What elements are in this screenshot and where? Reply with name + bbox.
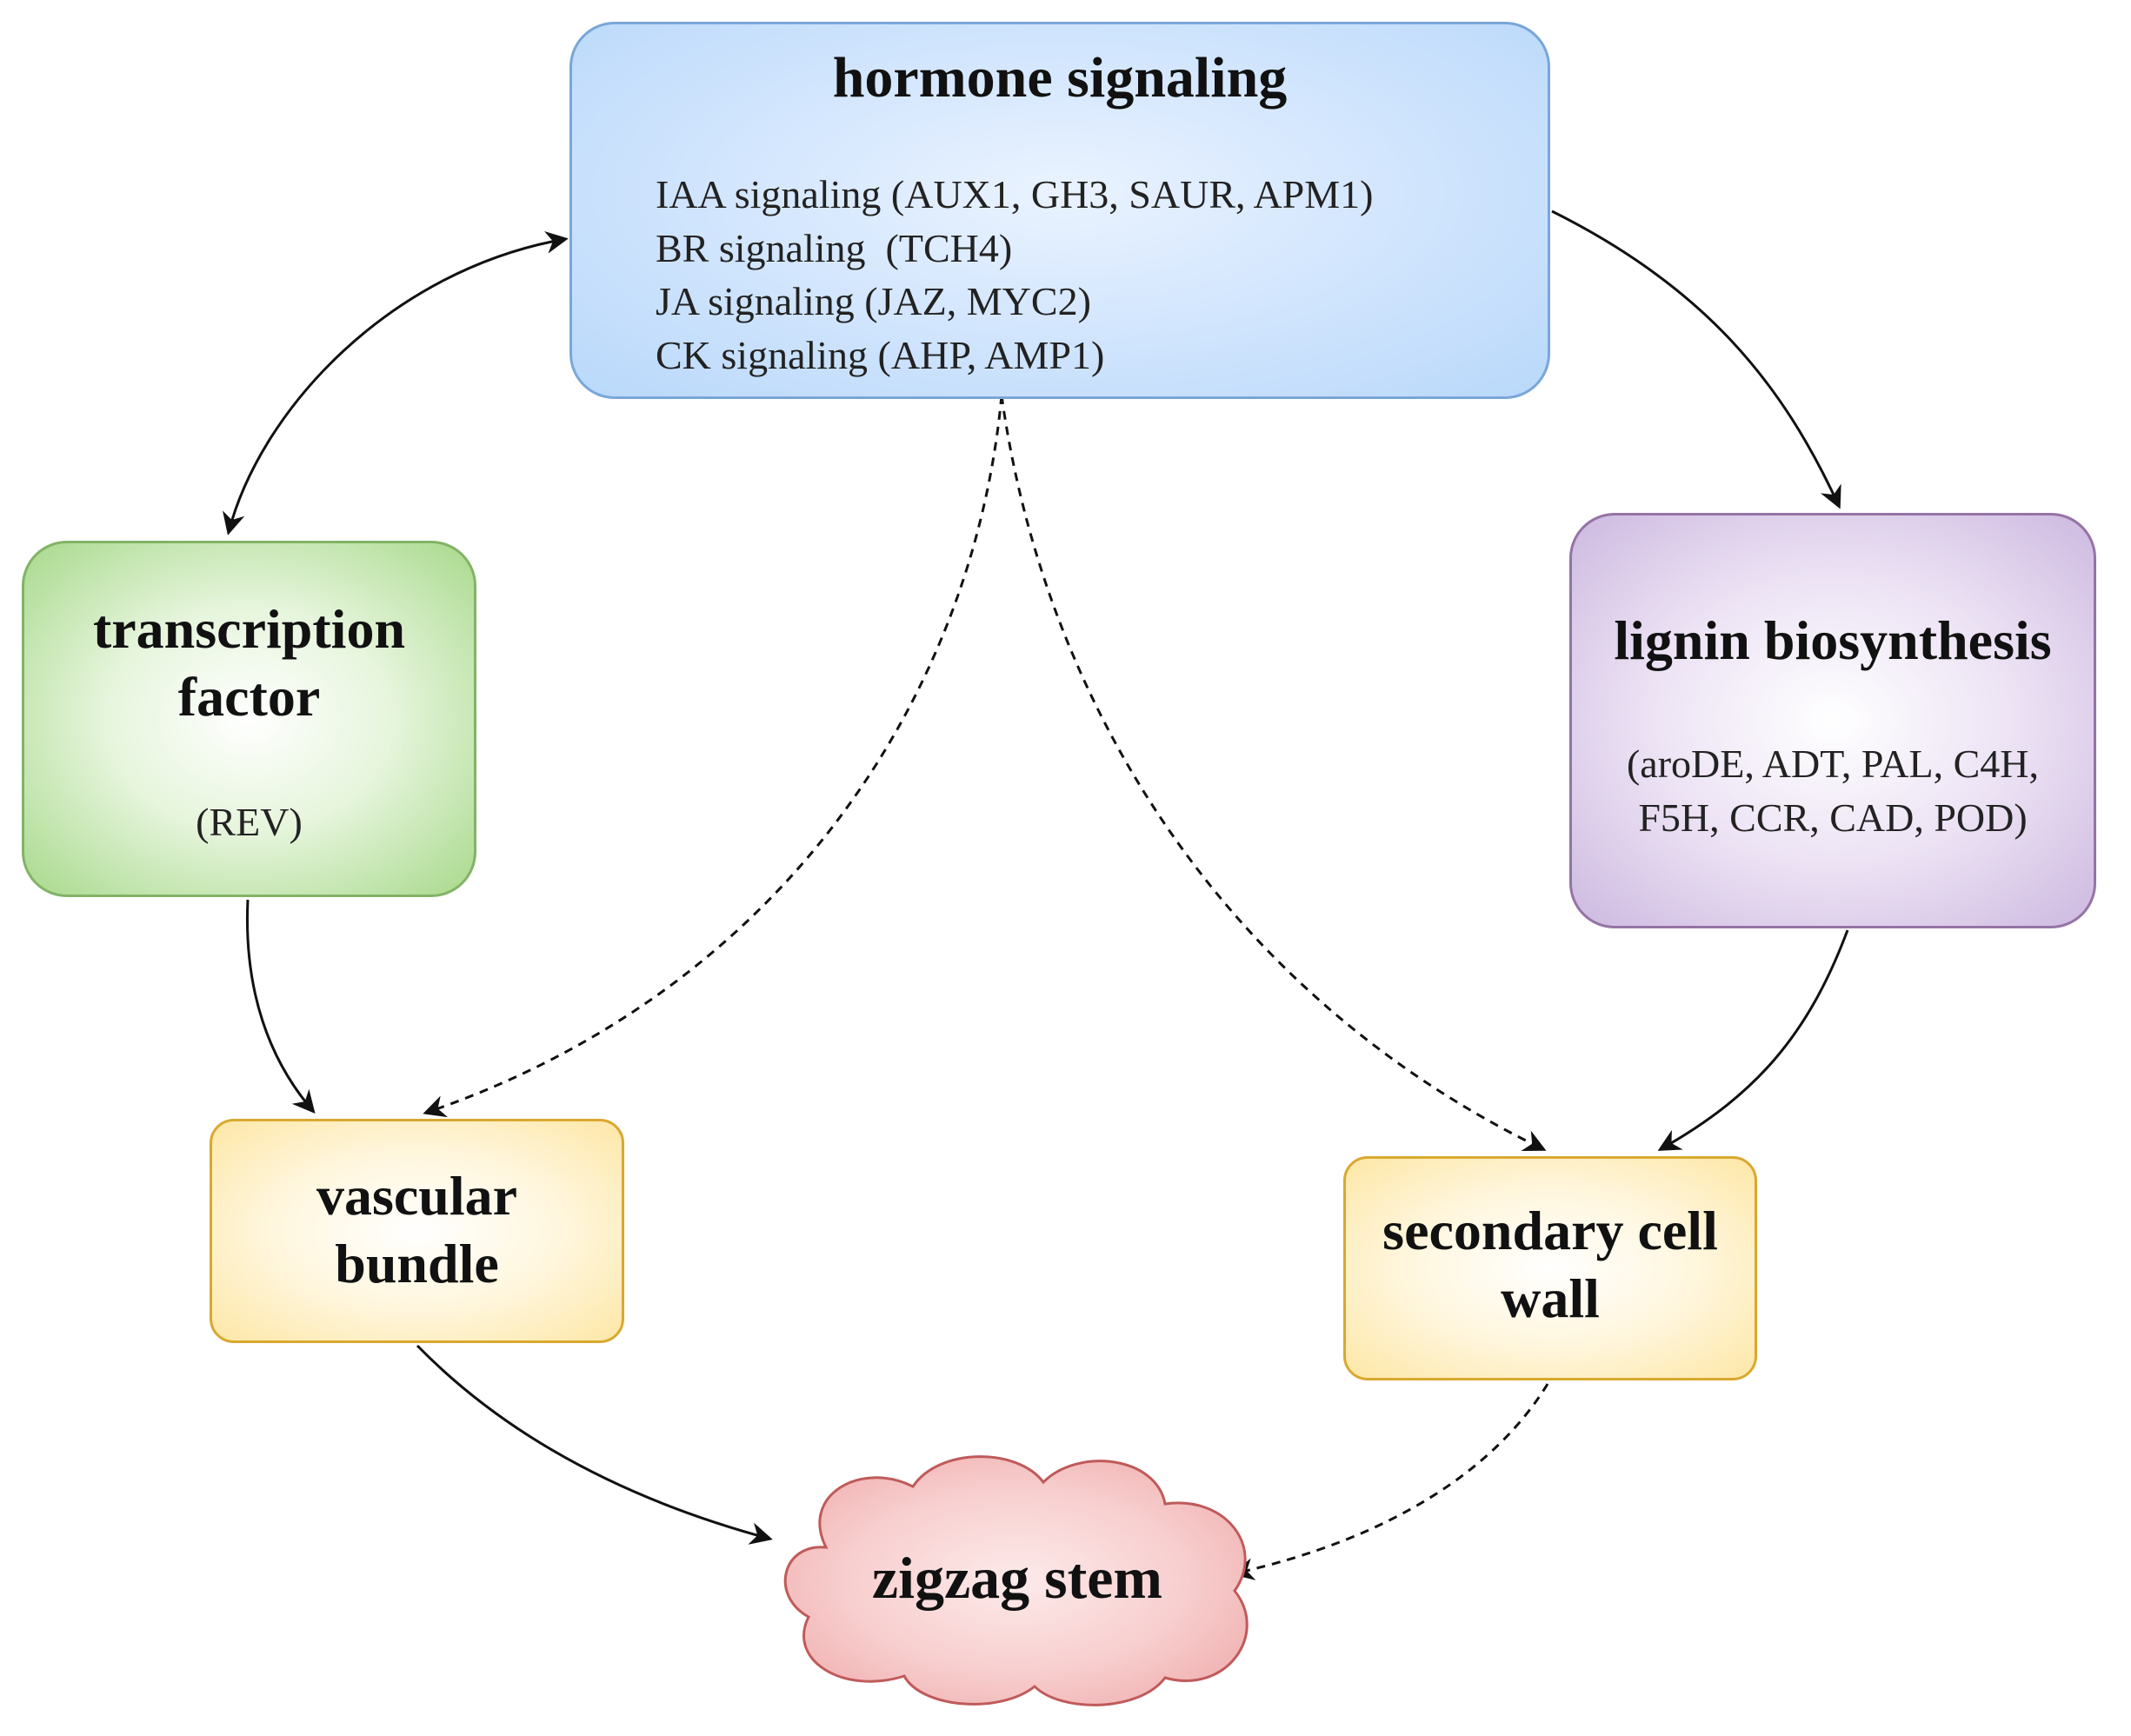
edge-vascular-stem	[416, 1344, 773, 1545]
cloud-shape	[783, 1455, 1249, 1706]
edge-hormone-vascular	[423, 395, 1003, 1118]
node-stem-title: zigzag stem	[871, 1545, 1163, 1611]
edge-wall-stem	[1231, 1383, 1549, 1580]
node-zigzag-stem: zigzag stem	[765, 1443, 1269, 1714]
node-hormone-signaling: hormone signaling IAA signaling (AUX1, G…	[569, 22, 1550, 399]
hormone-line-ja: JA signaling (JAZ, MYC2)	[656, 279, 1091, 324]
node-hormone-title: hormone signaling	[832, 46, 1288, 110]
node-wall-title: secondary cell wall	[1382, 1200, 1718, 1330]
edge-transcription-hormone	[223, 231, 569, 535]
edge-lignin-wall	[1657, 929, 1849, 1151]
hormone-line-br: BR signaling (TCH4)	[656, 225, 1013, 270]
lignin-line-1: (aroDE, ADT, PAL, C4H,	[1626, 742, 2040, 786]
hormone-line-iaa: IAA signaling (AUX1, GH3, SAUR, APM1)	[656, 172, 1374, 216]
hormone-line-ck: CK signaling (AHP, AMP1)	[656, 332, 1105, 377]
node-transcription-title: transcription factor	[92, 598, 406, 728]
edge-hormone-wall	[1000, 395, 1547, 1152]
node-transcription-detail: (REV)	[196, 800, 303, 844]
node-lignin-biosynthesis: lignin biosynthesis (aroDE, ADT, PAL, C4…	[1569, 513, 2096, 928]
node-lignin-title: lignin biosynthesis	[1614, 609, 2052, 671]
lignin-line-2: F5H, CCR, CAD, POD)	[1638, 795, 2028, 840]
node-vascular-title: vascular bundle	[316, 1165, 518, 1295]
node-secondary-cell-wall: secondary cell wall	[1343, 1156, 1757, 1380]
node-transcription-factor: transcription factor (REV)	[22, 541, 476, 897]
node-lignin-gene-list: (aroDE, ADT, PAL, C4H, F5H, CCR, CAD, PO…	[1572, 737, 2094, 844]
node-vascular-bundle: vascular bundle	[210, 1119, 624, 1343]
node-hormone-gene-list: IAA signaling (AUX1, GH3, SAUR, APM1) BR…	[656, 168, 1373, 382]
edge-transcription-vascular	[245, 899, 316, 1114]
edge-hormone-lignin	[1551, 210, 1841, 509]
